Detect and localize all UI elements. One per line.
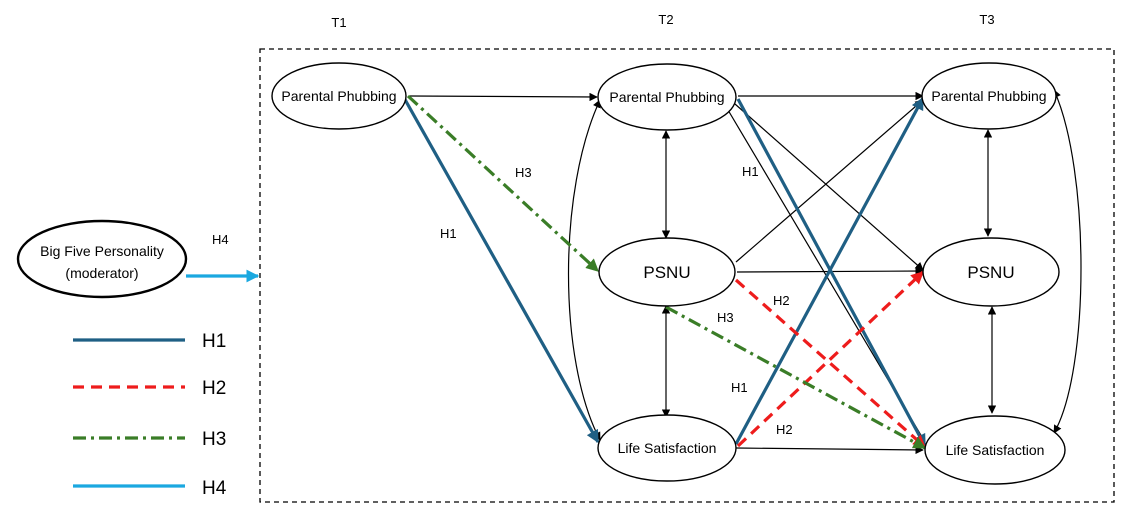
h3-path-pp-t1-to-psnu-t2: [406, 94, 600, 273]
legend-label-h1: H1: [202, 331, 226, 352]
label-psnu-t3: PSNU: [967, 263, 1014, 282]
h1-path-ls-t2-to-pp-t3: [734, 96, 925, 445]
node-psnu-t3: [922, 237, 1060, 307]
node-parental-phubbing-t2: [597, 63, 737, 131]
h1-path-pp-t1-to-ls-t2: [401, 95, 600, 444]
path-label-h1-t2-lower: H1: [731, 380, 748, 395]
path-psnu-t2-to-pp-t3: [735, 99, 924, 263]
node-life-satisfaction-t3: [924, 415, 1066, 485]
path-label-h1-t1: H1: [440, 226, 457, 241]
time-frame-border: [259, 48, 1115, 503]
path-label-h1-t2-upper: H1: [742, 164, 759, 179]
path-pp-t2-to-psnu-t3: [734, 103, 924, 271]
label-psnu-t2: PSNU: [643, 263, 690, 282]
time-label-t2: T2: [658, 12, 673, 27]
legend-label-h3: H3: [202, 429, 226, 450]
path-ls-t2-to-ls-t3: [735, 445, 924, 455]
label-parental-phubbing-t1: Parental Phubbing: [281, 88, 396, 104]
node-psnu-t2: [598, 237, 736, 307]
label-big-five-line1: Big Five Personality: [40, 243, 164, 259]
time-label-t3: T3: [979, 12, 994, 27]
node-life-satisfaction-t2: [597, 414, 737, 482]
node-parental-phubbing-t1: [271, 62, 407, 130]
h1-path-pp-t2-to-ls-t3: [736, 98, 927, 448]
legend-label-h4: H4: [202, 478, 227, 499]
time-label-t1: T1: [331, 15, 346, 30]
label-life-satisfaction-t2: Life Satisfaction: [618, 440, 717, 456]
label-big-five-line2: (moderator): [65, 265, 138, 281]
path-label-h4: H4: [212, 232, 229, 247]
h2-paths: [734, 270, 927, 449]
legend: H1 H2 H3 H4: [73, 331, 227, 499]
label-life-satisfaction-t3: Life Satisfaction: [946, 442, 1045, 458]
node-big-five-moderator: [16, 219, 188, 299]
legend-label-h2: H2: [202, 378, 226, 399]
nodes: [16, 62, 1066, 485]
label-parental-phubbing-t2: Parental Phubbing: [609, 89, 724, 105]
label-parental-phubbing-t3: Parental Phubbing: [931, 88, 1046, 104]
path-label-h2-t2-lower: H2: [776, 422, 793, 437]
path-label-h2-t2-upper: H2: [773, 293, 790, 308]
node-parental-phubbing-t3: [921, 62, 1057, 130]
path-label-h3-t1: H3: [515, 165, 532, 180]
corr-pp-ls-t2-curve: [567, 99, 601, 441]
h2-path-ls-t2-to-psnu-t3: [736, 270, 925, 448]
h1-paths: [401, 95, 927, 448]
corr-pp-ls-t3-curve: [1053, 89, 1082, 434]
h2-path-psnu-t2-to-ls-t3: [734, 278, 927, 449]
path-pp-t1-to-pp-t2: [409, 92, 598, 102]
h3-paths: [406, 94, 927, 450]
path-label-h3-t2: H3: [717, 310, 734, 325]
h3-path-psnu-t2-to-ls-t3: [665, 305, 927, 450]
